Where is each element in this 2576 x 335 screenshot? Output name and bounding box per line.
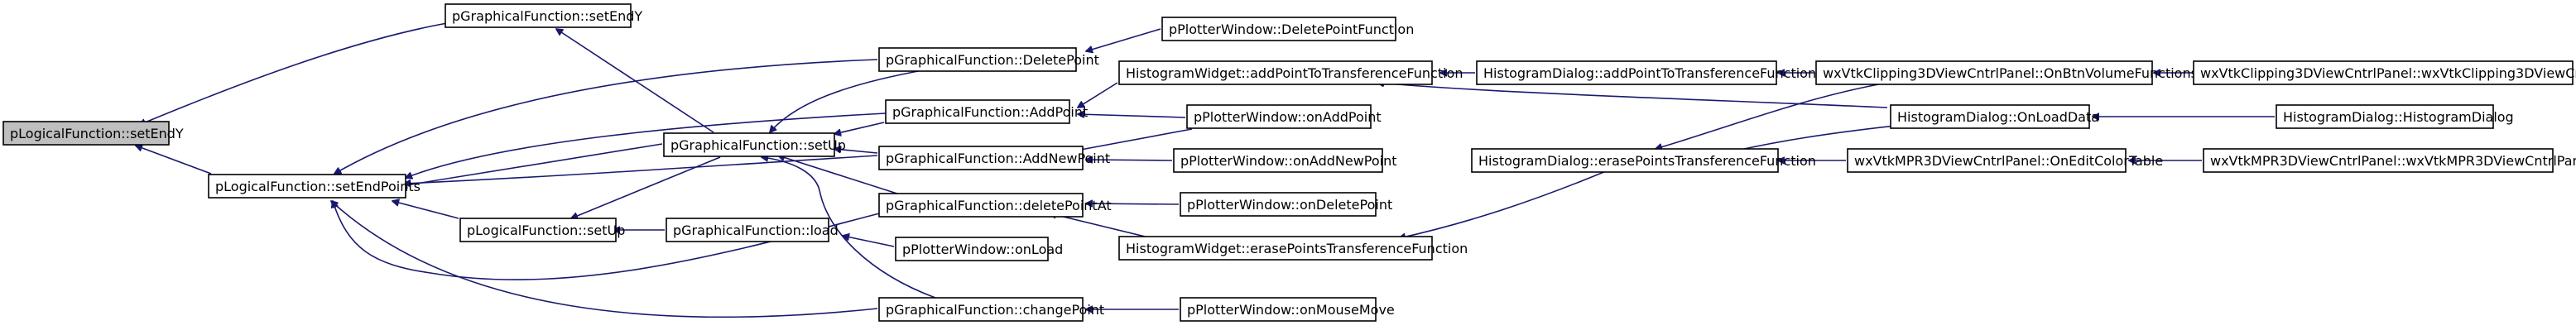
node-label: pGraphicalFunction::setEndY bbox=[452, 8, 642, 24]
edge-hw_addPoint-to-gf_AddNewPoint bbox=[1076, 128, 1193, 151]
edge-gf_DeletePoint-to-setEndPoints bbox=[334, 59, 878, 174]
node-label: pGraphicalFunction::DeletePoint bbox=[886, 52, 1099, 68]
node-gf-AddPoint[interactable]: pGraphicalFunction::AddPoint bbox=[885, 99, 1088, 124]
node-label: HistogramDialog::erasePointsTransference… bbox=[1478, 153, 1816, 169]
node-label: pPlotterWindow::onLoad bbox=[902, 242, 1063, 257]
edge-pw_onDeletePoint-to-gf_deletePointAt bbox=[1086, 203, 1180, 204]
node-label: pPlotterWindow::DeletePointFunction bbox=[1169, 22, 1414, 37]
node-label: wxVtkClipping3DViewCntrlPanel::OnBtnVolu… bbox=[1823, 65, 2198, 81]
node-label: HistogramWidget::erasePointsTransference… bbox=[1126, 241, 1468, 256]
edge-gf_deletePointAt-to-gf_setUp bbox=[778, 156, 903, 196]
edge-gf_AddPoint-to-setEndPoints bbox=[406, 112, 887, 178]
node-pw-onAddNewPoint[interactable]: pPlotterWindow::onAddNewPoint bbox=[1173, 148, 1397, 173]
node-label: pLogicalFunction::setUp bbox=[467, 223, 625, 238]
node-label: pGraphicalFunction::AddPoint bbox=[892, 104, 1088, 120]
node-label: HistogramDialog::OnLoadData bbox=[1897, 109, 2099, 125]
edge-lf_setUp-to-setEndPoints bbox=[392, 201, 459, 219]
edge-gf_AddPoint-to-gf_setUp bbox=[834, 122, 885, 134]
node-label: pGraphicalFunction::changePoint bbox=[886, 302, 1104, 318]
node-label: pPlotterWindow::onAddPoint bbox=[1194, 109, 1382, 125]
node-label: pPlotterWindow::onMouseMove bbox=[1187, 302, 1395, 318]
edge-hw_erase-to-gf_deletePointAt bbox=[1050, 213, 1160, 241]
edge-hw_addPoint-to-gf_AddPoint bbox=[1078, 82, 1118, 108]
edge-gf_AddNewPoint-to-gf_setUp bbox=[834, 149, 878, 154]
node-wxclip-OnBtn[interactable]: wxVtkClipping3DViewCntrlPanel::OnBtnVolu… bbox=[1815, 60, 2198, 85]
node-hd-addPoint[interactable]: HistogramDialog::addPointToTransferenceF… bbox=[1476, 60, 1816, 85]
edge-pw_onAddPoint-to-gf_AddPoint bbox=[1078, 114, 1186, 118]
edge-gf_changePoint-to-gf_setUp bbox=[762, 157, 936, 299]
node-hw-addPoint[interactable]: HistogramWidget::addPointToTransferenceF… bbox=[1118, 60, 1463, 85]
node-gf-changePoint[interactable]: pGraphicalFunction::changePoint bbox=[878, 297, 1104, 322]
node-label: pLogicalFunction::setEndPoints bbox=[215, 179, 421, 194]
node-pw-onMouseMove[interactable]: pPlotterWindow::onMouseMove bbox=[1180, 297, 1395, 322]
edge-gf_DeletePoint-to-gf_setUp bbox=[770, 69, 928, 132]
node-setEndPoints[interactable]: pLogicalFunction::setEndPoints bbox=[208, 174, 421, 199]
node-label: pGraphicalFunction::AddNewPoint bbox=[886, 151, 1110, 166]
node-gf-setEndY[interactable]: pGraphicalFunction::setEndY bbox=[445, 3, 642, 28]
edge-wxclip_OnBtn-to-hd_erase bbox=[1656, 82, 1888, 149]
node-gf-load[interactable]: pGraphicalFunction::load bbox=[666, 218, 839, 242]
edges bbox=[136, 22, 2275, 318]
node-label: pGraphicalFunction::load bbox=[673, 223, 839, 238]
node-gf-setUp[interactable]: pGraphicalFunction::setUp bbox=[663, 132, 846, 157]
edge-gf_setUp-to-gf_setEndY bbox=[556, 29, 714, 133]
node-label: HistogramDialog::HistogramDialog bbox=[2283, 109, 2514, 125]
node-hd-OnLoadData[interactable]: HistogramDialog::OnLoadData bbox=[1890, 104, 2099, 129]
node-hd-erase[interactable]: HistogramDialog::erasePointsTransference… bbox=[1471, 148, 1816, 173]
edge-gf_setEndY-to-setEndY bbox=[139, 22, 448, 125]
node-hw-erase[interactable]: HistogramWidget::erasePointsTransference… bbox=[1118, 236, 1468, 261]
node-label: pGraphicalFunction::deletePointAt bbox=[886, 198, 1112, 213]
node-label: pGraphicalFunction::setUp bbox=[670, 137, 846, 153]
node-label: HistogramDialog::addPointToTransferenceF… bbox=[1483, 65, 1816, 81]
node-wxmpr-OnEdit[interactable]: wxVtkMPR3DViewCntrlPanel::OnEditColorTab… bbox=[1847, 148, 2163, 173]
edge-gf_setUp-to-lf_setUp bbox=[571, 156, 721, 218]
node-pw-onAddPoint[interactable]: pPlotterWindow::onAddPoint bbox=[1186, 104, 1382, 129]
edge-setEndPoints-to-setEndY bbox=[136, 146, 212, 175]
node-label: pLogicalFunction::setEndY bbox=[10, 126, 184, 141]
node-hd-ctor[interactable]: HistogramDialog::HistogramDialog bbox=[2276, 104, 2514, 129]
edge-hd_erase-to-hw_erase bbox=[1399, 170, 1607, 238]
edge-pw_onLoad-to-gf_load bbox=[843, 236, 895, 247]
edge-pw_DeletePointFunction-to-gf_DeletePoint bbox=[1086, 28, 1161, 51]
node-pw-onDeletePoint[interactable]: pPlotterWindow::onDeletePoint bbox=[1180, 192, 1392, 217]
node-label: wxVtkMPR3DViewCntrlPanel::OnEditColorTab… bbox=[1854, 153, 2163, 169]
node-label: wxVtkClipping3DViewCntrlPanel::wxVtkClip… bbox=[2200, 65, 2576, 81]
node-pw-onLoad[interactable]: pPlotterWindow::onLoad bbox=[895, 237, 1063, 261]
node-gf-deletePointAt[interactable]: pGraphicalFunction::deletePointAt bbox=[878, 193, 1112, 218]
node-wxclip-ctor[interactable]: wxVtkClipping3DViewCntrlPanel::wxVtkClip… bbox=[2193, 60, 2576, 85]
node-setEndY[interactable]: pLogicalFunction::setEndY bbox=[2, 121, 184, 146]
node-label: wxVtkMPR3DViewCntrlPanel::wxVtkMPR3DView… bbox=[2210, 153, 2576, 169]
node-gf-DeletePoint[interactable]: pGraphicalFunction::DeletePoint bbox=[878, 47, 1099, 72]
node-pw-DeletePointFunction[interactable]: pPlotterWindow::DeletePointFunction bbox=[1161, 17, 1414, 41]
node-label: pPlotterWindow::onAddNewPoint bbox=[1180, 153, 1397, 169]
edge-gf_changePoint-to-setEndPoints bbox=[331, 201, 878, 318]
node-gf-AddNewPoint[interactable]: pGraphicalFunction::AddNewPoint bbox=[878, 146, 1110, 170]
edge-gf_AddNewPoint-to-setEndPoints bbox=[404, 155, 878, 184]
edge-gf_setUp-to-setEndPoints bbox=[401, 143, 663, 186]
node-wxmpr-ctor[interactable]: wxVtkMPR3DViewCntrlPanel::wxVtkMPR3DView… bbox=[2203, 148, 2576, 173]
edge-hd_OnLoadData-to-hw_addPoint bbox=[1377, 83, 1888, 108]
node-label: pPlotterWindow::onDeletePoint bbox=[1187, 197, 1392, 213]
node-label: HistogramWidget::addPointToTransferenceF… bbox=[1126, 65, 1463, 81]
node-lf-setUp[interactable]: pLogicalFunction::setUp bbox=[459, 218, 625, 242]
